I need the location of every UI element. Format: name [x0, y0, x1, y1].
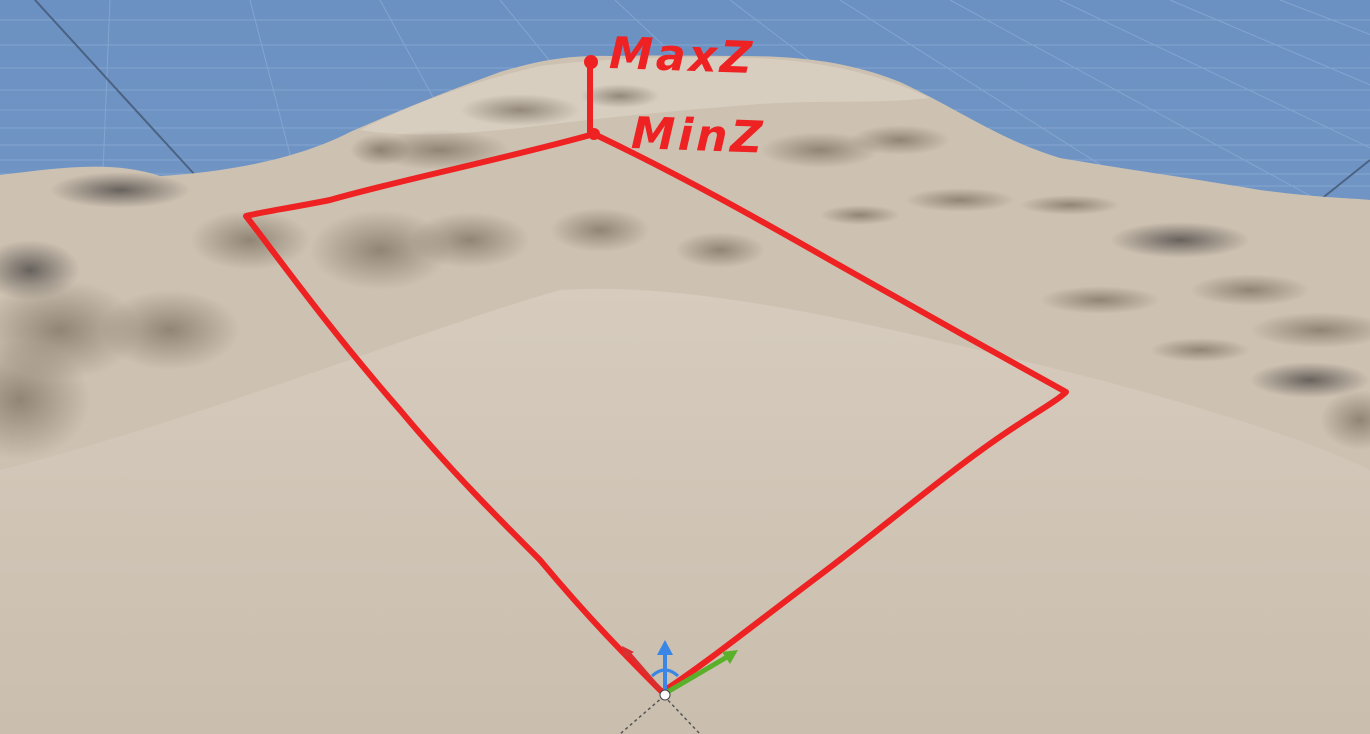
grid-major-lines: [34, 0, 1370, 201]
gizmo-z-arrow[interactable]: [657, 640, 673, 655]
terrain-shading: [0, 84, 1370, 460]
min-z-point: [588, 128, 600, 140]
gizmo-pivot[interactable]: [659, 689, 671, 701]
gizmo-x-arrow[interactable]: [622, 646, 634, 658]
max-z-label: MaxZ: [608, 28, 756, 85]
min-z-label: MinZ: [630, 108, 767, 164]
max-z-point: [584, 55, 598, 69]
gizmo-shadow-line-right: [663, 695, 701, 734]
gizmo-shadow-line-left: [619, 695, 665, 734]
gizmo-x-axis[interactable]: [624, 648, 666, 696]
gizmo-rotation-arc[interactable]: [650, 668, 680, 678]
gizmo-y-arrow[interactable]: [722, 650, 738, 664]
transform-gizmo[interactable]: [619, 640, 738, 734]
gizmo-y-axis[interactable]: [662, 651, 734, 697]
ground-plane: [0, 288, 1370, 734]
